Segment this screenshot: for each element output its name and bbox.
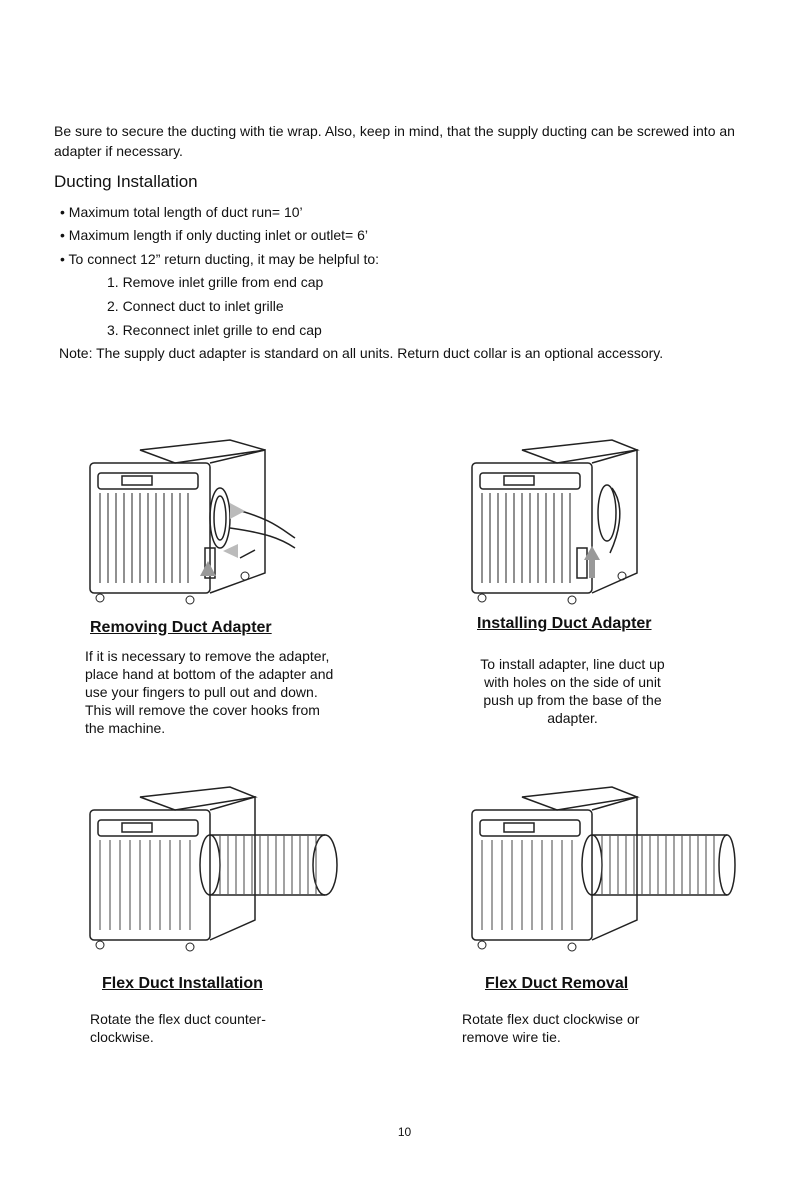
caption-line: place hand at bottom of the adapter and — [85, 666, 334, 682]
step-item: 3. Reconnect inlet grille to end cap — [107, 322, 322, 338]
caption-line: Rotate the flex duct counter- — [90, 1011, 266, 1027]
flex-duct-installation-illustration — [89, 786, 338, 952]
caption-line: use your fingers to pull out and down. — [85, 684, 318, 700]
caption-line: the machine. — [85, 720, 166, 736]
caption-line: Rotate flex duct clockwise or — [462, 1011, 640, 1027]
figure-caption: Rotate flex duct clockwise or remove wir… — [462, 1010, 712, 1046]
note-text: Note: The supply duct adapter is standar… — [59, 345, 664, 361]
figure-caption: Rotate the flex duct counter- clockwise. — [90, 1010, 340, 1046]
caption-line: To install adapter, line duct up — [480, 656, 665, 672]
figure-caption: To install adapter, line duct up with ho… — [465, 655, 680, 727]
figure-title: Flex Duct Installation — [102, 975, 263, 992]
caption-line: remove wire tie. — [462, 1029, 561, 1045]
installing-adapter-illustration — [471, 439, 640, 605]
page-number: 10 — [397, 1125, 412, 1139]
figure-title: Installing Duct Adapter — [477, 615, 652, 632]
removing-adapter-illustration — [89, 439, 296, 605]
intro-paragraph: Be sure to secure the ducting with tie w… — [54, 123, 735, 159]
caption-line: adapter. — [547, 710, 598, 726]
figure-title: Flex Duct Removal — [485, 975, 629, 992]
section-heading: Ducting Installation — [54, 172, 198, 191]
flex-duct-removal-illustration — [471, 786, 736, 952]
caption-line: If it is necessary to remove the adapter… — [85, 648, 330, 664]
bullet-item: • To connect 12” return ducting, it may … — [60, 251, 380, 267]
step-item: 1. Remove inlet grille from end cap — [107, 274, 324, 290]
caption-line: clockwise. — [90, 1029, 154, 1045]
step-item: 2. Connect duct to inlet grille — [107, 298, 284, 314]
bullet-item: • Maximum length if only ducting inlet o… — [60, 227, 368, 243]
caption-line: with holes on the side of unit — [484, 674, 661, 690]
caption-line: This will remove the cover hooks from — [85, 702, 320, 718]
bullet-item: • Maximum total length of duct run= 10’ — [60, 204, 303, 220]
caption-line: push up from the base of the — [483, 692, 662, 708]
figure-title: Removing Duct Adapter — [90, 619, 272, 636]
figure-caption: If it is necessary to remove the adapter… — [85, 647, 365, 737]
